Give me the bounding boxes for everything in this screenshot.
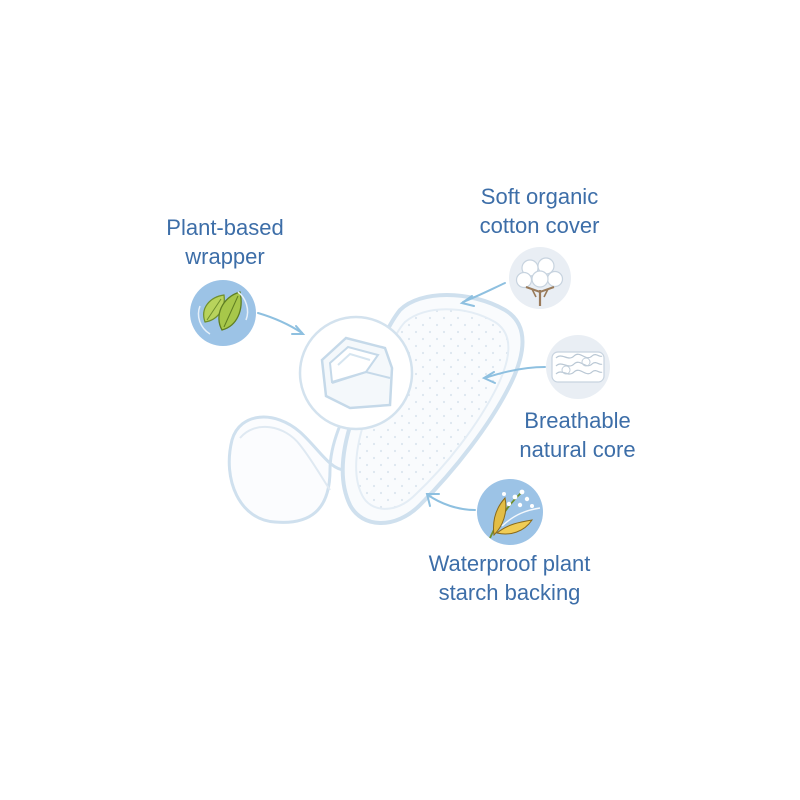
arrow-cover-head [459,295,475,307]
label-breathable-core: Breathable natural core [500,406,655,464]
label-line: starch backing [438,580,581,605]
label-line: cotton cover [479,213,600,238]
arrow-backing-head [425,493,440,507]
label-plant-starch-backing: Waterproof plant starch backing [402,549,617,607]
liner-tail-inner-edge [239,425,331,491]
label-line: Waterproof plant [428,551,591,576]
label-plant-based-wrapper: Plant-based wrapper [150,213,300,271]
label-line: Breathable [524,408,631,433]
liner-tail [227,329,402,524]
arrow-wrapper-head [291,325,306,335]
label-line: Plant-based [166,215,284,240]
label-organic-cotton-cover: Soft organic cotton cover [452,182,627,240]
label-line: wrapper [185,244,265,269]
arrow-core-head [481,371,496,384]
wheat-icon [477,479,543,545]
callout-arrows [257,282,546,511]
wrapper-zoom-bubble [298,315,414,431]
leaf-icon [190,280,256,346]
label-line: natural core [519,437,636,462]
arrow-core [484,366,546,379]
arrow-wrapper [257,312,303,334]
cotton-boll-icon [509,247,571,309]
label-line: Soft organic [480,184,599,209]
arrow-backing [427,494,476,511]
fibers-icon [546,335,610,399]
